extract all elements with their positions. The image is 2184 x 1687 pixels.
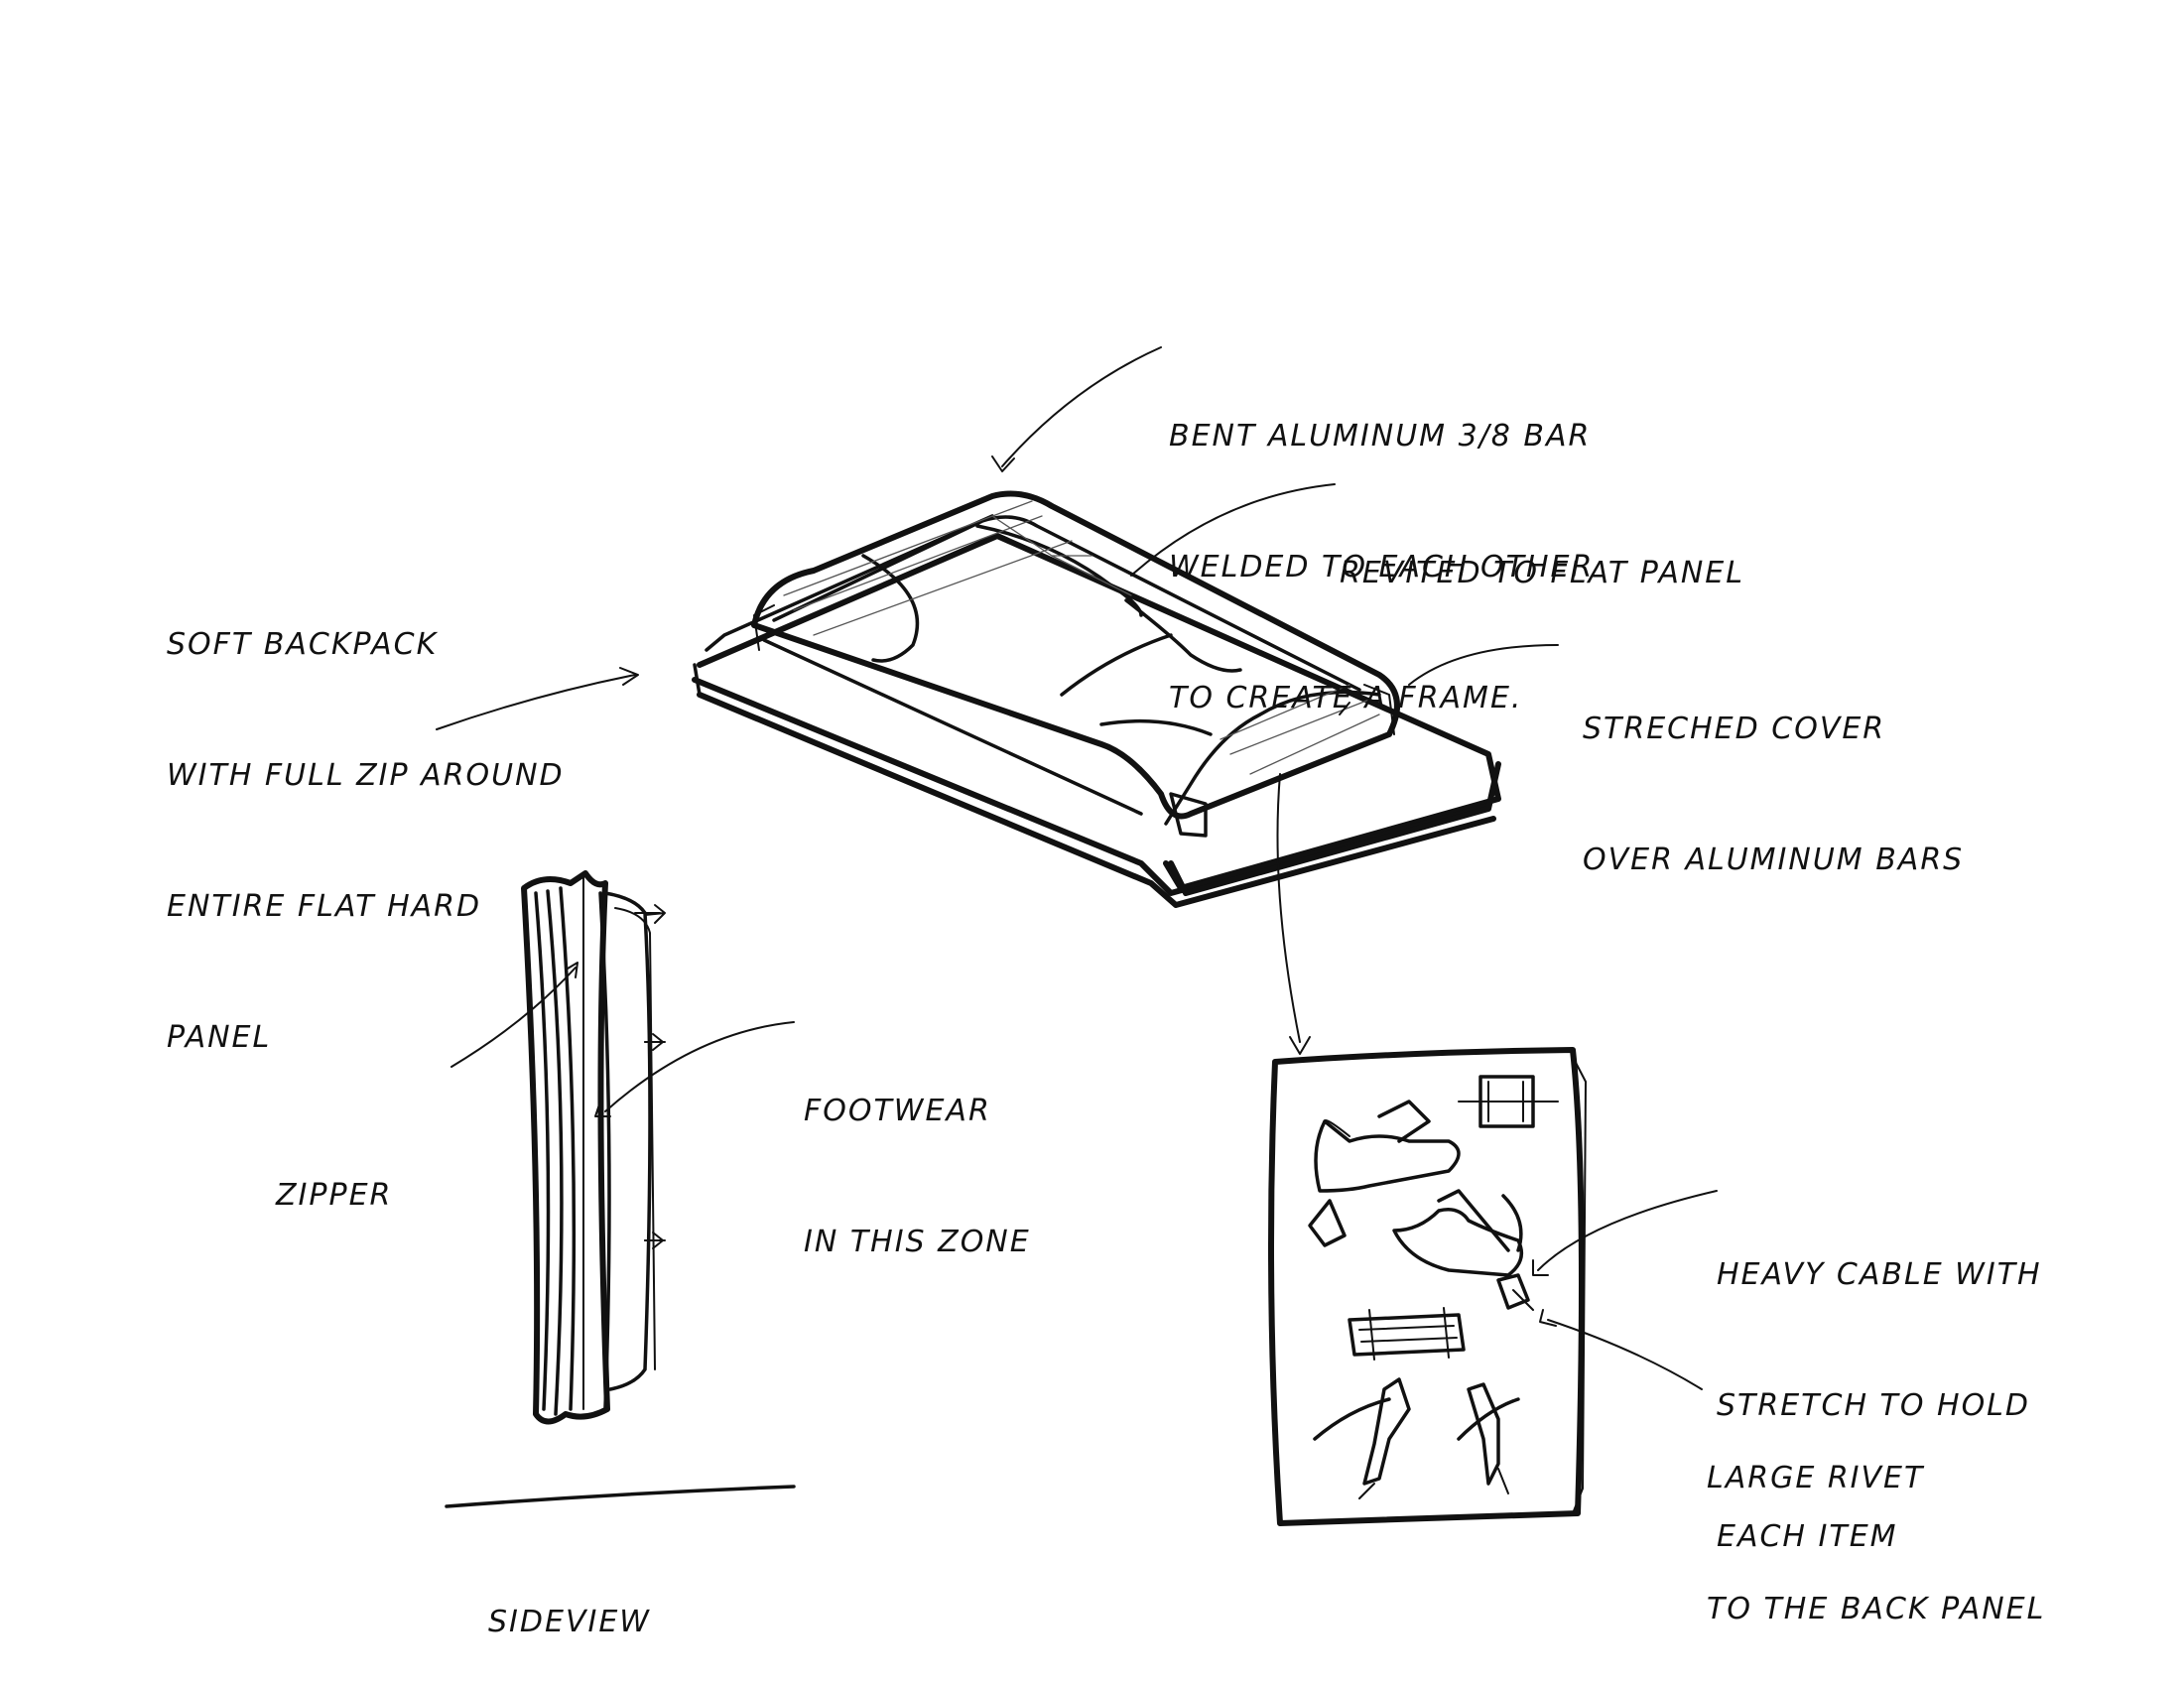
- annotation-frame-line-1: Bent aluminum 3/8 bar: [1169, 419, 1592, 454]
- annotation-stretched-line-2: over aluminum bars: [1583, 843, 1965, 877]
- back-panel-leaders: [1532, 1190, 1718, 1390]
- leader-lines: [436, 346, 1559, 1055]
- annotation-sideview: Sideview: [488, 1513, 651, 1687]
- annotation-soft-line-3: entire flat hard: [167, 889, 482, 924]
- annotation-aluminum-frame: Bent aluminum 3/8 bar welded to each oth…: [1169, 327, 1594, 808]
- annotation-stretched-line-1: Streched cover: [1583, 712, 1886, 746]
- annotation-frame-line-2: welded to each other: [1169, 550, 1595, 584]
- side-view-drawing: [445, 870, 796, 1508]
- annotation-footwear-line-1: Footwear: [804, 1094, 991, 1128]
- back-panel-detail: [1268, 1047, 1587, 1526]
- annotation-soft-line-1: Soft backpack: [167, 627, 439, 662]
- annotation-soft-line-2: with full zip around: [167, 758, 565, 793]
- annotation-footwear: Footwear in this zone: [804, 1002, 1031, 1352]
- annotation-riveted: Revited to flat panel: [1340, 464, 1744, 683]
- annotation-stretched-cover: Streched cover over aluminum bars: [1583, 620, 1964, 970]
- annotation-soft-backpack: Soft backpack with full zip around entir…: [167, 536, 565, 1147]
- annotation-zipper-line-1: Zipper: [276, 1178, 393, 1213]
- side-view-leaders: [450, 962, 795, 1117]
- annotation-large-rivet: Large rivet to the back panel: [1707, 1369, 2045, 1687]
- annotation-heavy-cable: Heavy cable with stretch to hold each it…: [1717, 1166, 2042, 1646]
- annotation-cable-line-3: each item: [1717, 1519, 1898, 1554]
- annotation-soft-line-4: panel: [167, 1020, 272, 1055]
- annotation-frame-line-3: to create a frame.: [1169, 681, 1523, 715]
- flat-panel-pack-isometric: [692, 490, 1501, 908]
- annotation-sideview-line-1: Sideview: [488, 1605, 651, 1639]
- annotation-zipper: Zipper: [276, 1087, 392, 1305]
- annotation-rivet-line-2: to the back panel: [1707, 1592, 2046, 1626]
- annotation-cable-line-2: stretch to hold: [1717, 1388, 2030, 1423]
- annotation-footwear-line-2: in this zone: [804, 1225, 1031, 1259]
- annotation-rivet-line-1: Large rivet: [1707, 1461, 1925, 1495]
- annotation-cable-line-1: Heavy cable with: [1717, 1257, 2042, 1292]
- annotation-riveted-line-1: Revited to flat panel: [1340, 556, 1744, 590]
